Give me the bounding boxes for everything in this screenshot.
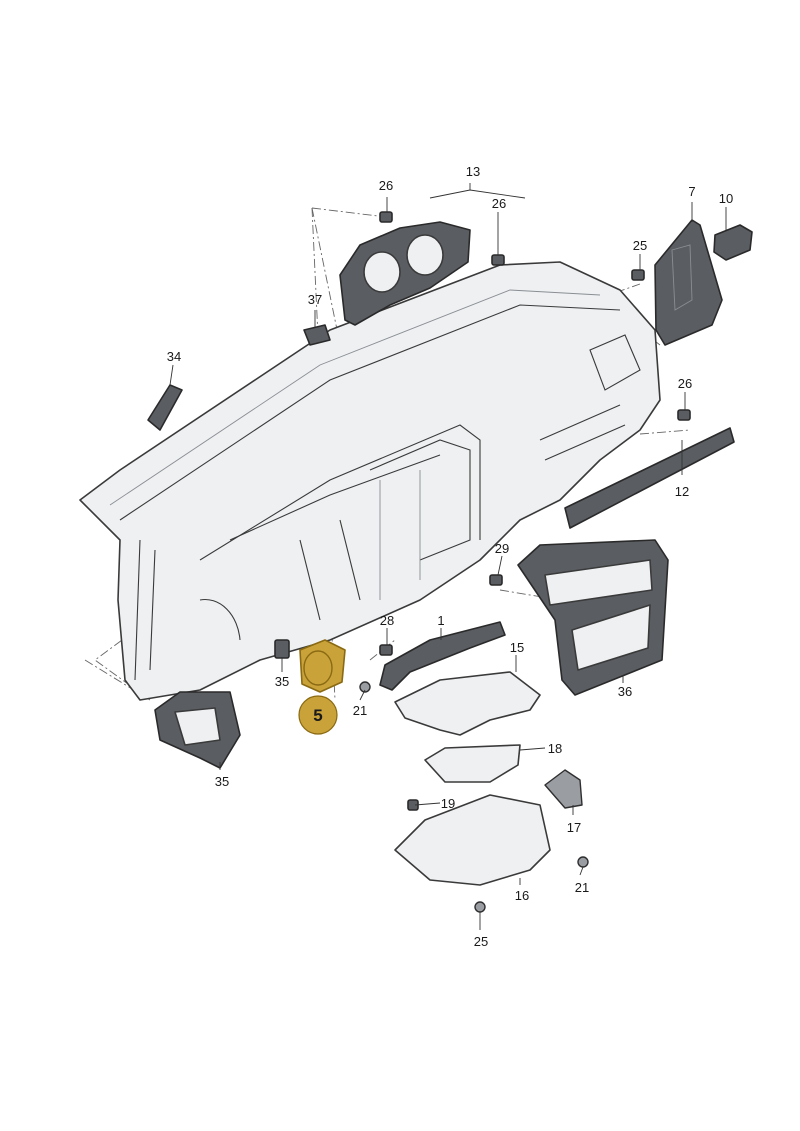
center-console-bezel <box>517 539 669 696</box>
callout-18: 18 <box>548 741 562 756</box>
side-trim-panel <box>654 219 723 346</box>
callout-26-top: 26 <box>379 178 393 193</box>
callout-12: 12 <box>675 484 689 499</box>
highlight-callout-disc <box>298 695 338 735</box>
callout-36: 36 <box>618 684 632 699</box>
callout-17: 17 <box>567 820 581 835</box>
callout-1: 1 <box>437 613 444 628</box>
callout-19: 19 <box>441 796 455 811</box>
callout-labels: 13 26 26 7 10 25 37 34 26 12 29 28 1 15 … <box>167 164 733 949</box>
callout-21-right: 21 <box>575 880 589 895</box>
trim-strip <box>564 427 735 529</box>
bracket-part <box>544 769 583 809</box>
callout-25-top: 25 <box>633 238 647 253</box>
callout-leaders <box>169 183 727 930</box>
callout-21-upper: 21 <box>353 703 367 718</box>
air-vent-lower <box>154 691 241 769</box>
tray-part <box>424 744 521 783</box>
callout-16: 16 <box>515 888 529 903</box>
callout-13: 13 <box>466 164 480 179</box>
highlight-callout-label: 5 <box>313 706 322 725</box>
highlighted-part-5: 5 <box>298 639 346 735</box>
instrument-cluster-bezel <box>339 221 471 326</box>
callout-28: 29 <box>495 541 509 556</box>
trim-piece <box>379 621 506 691</box>
callout-25-right: 26 <box>678 376 692 391</box>
air-vent-left <box>147 384 183 431</box>
steering-column-upper-cover <box>394 671 541 736</box>
callout-37: 37 <box>308 292 322 307</box>
callout-29: 35 <box>275 674 289 689</box>
callout-26-lower: 28 <box>380 613 394 628</box>
callout-15: 15 <box>510 640 524 655</box>
switch-part <box>713 224 753 261</box>
callout-35: 35 <box>215 774 229 789</box>
dashboard-body <box>79 261 661 701</box>
clip-part <box>303 324 331 346</box>
steering-column-lower-cover <box>394 794 551 886</box>
callout-34: 34 <box>167 349 181 364</box>
callout-21-bottom: 25 <box>474 934 488 949</box>
callout-26-right: 26 <box>492 196 506 211</box>
callout-7: 7 <box>688 184 695 199</box>
callout-10: 10 <box>719 191 733 206</box>
